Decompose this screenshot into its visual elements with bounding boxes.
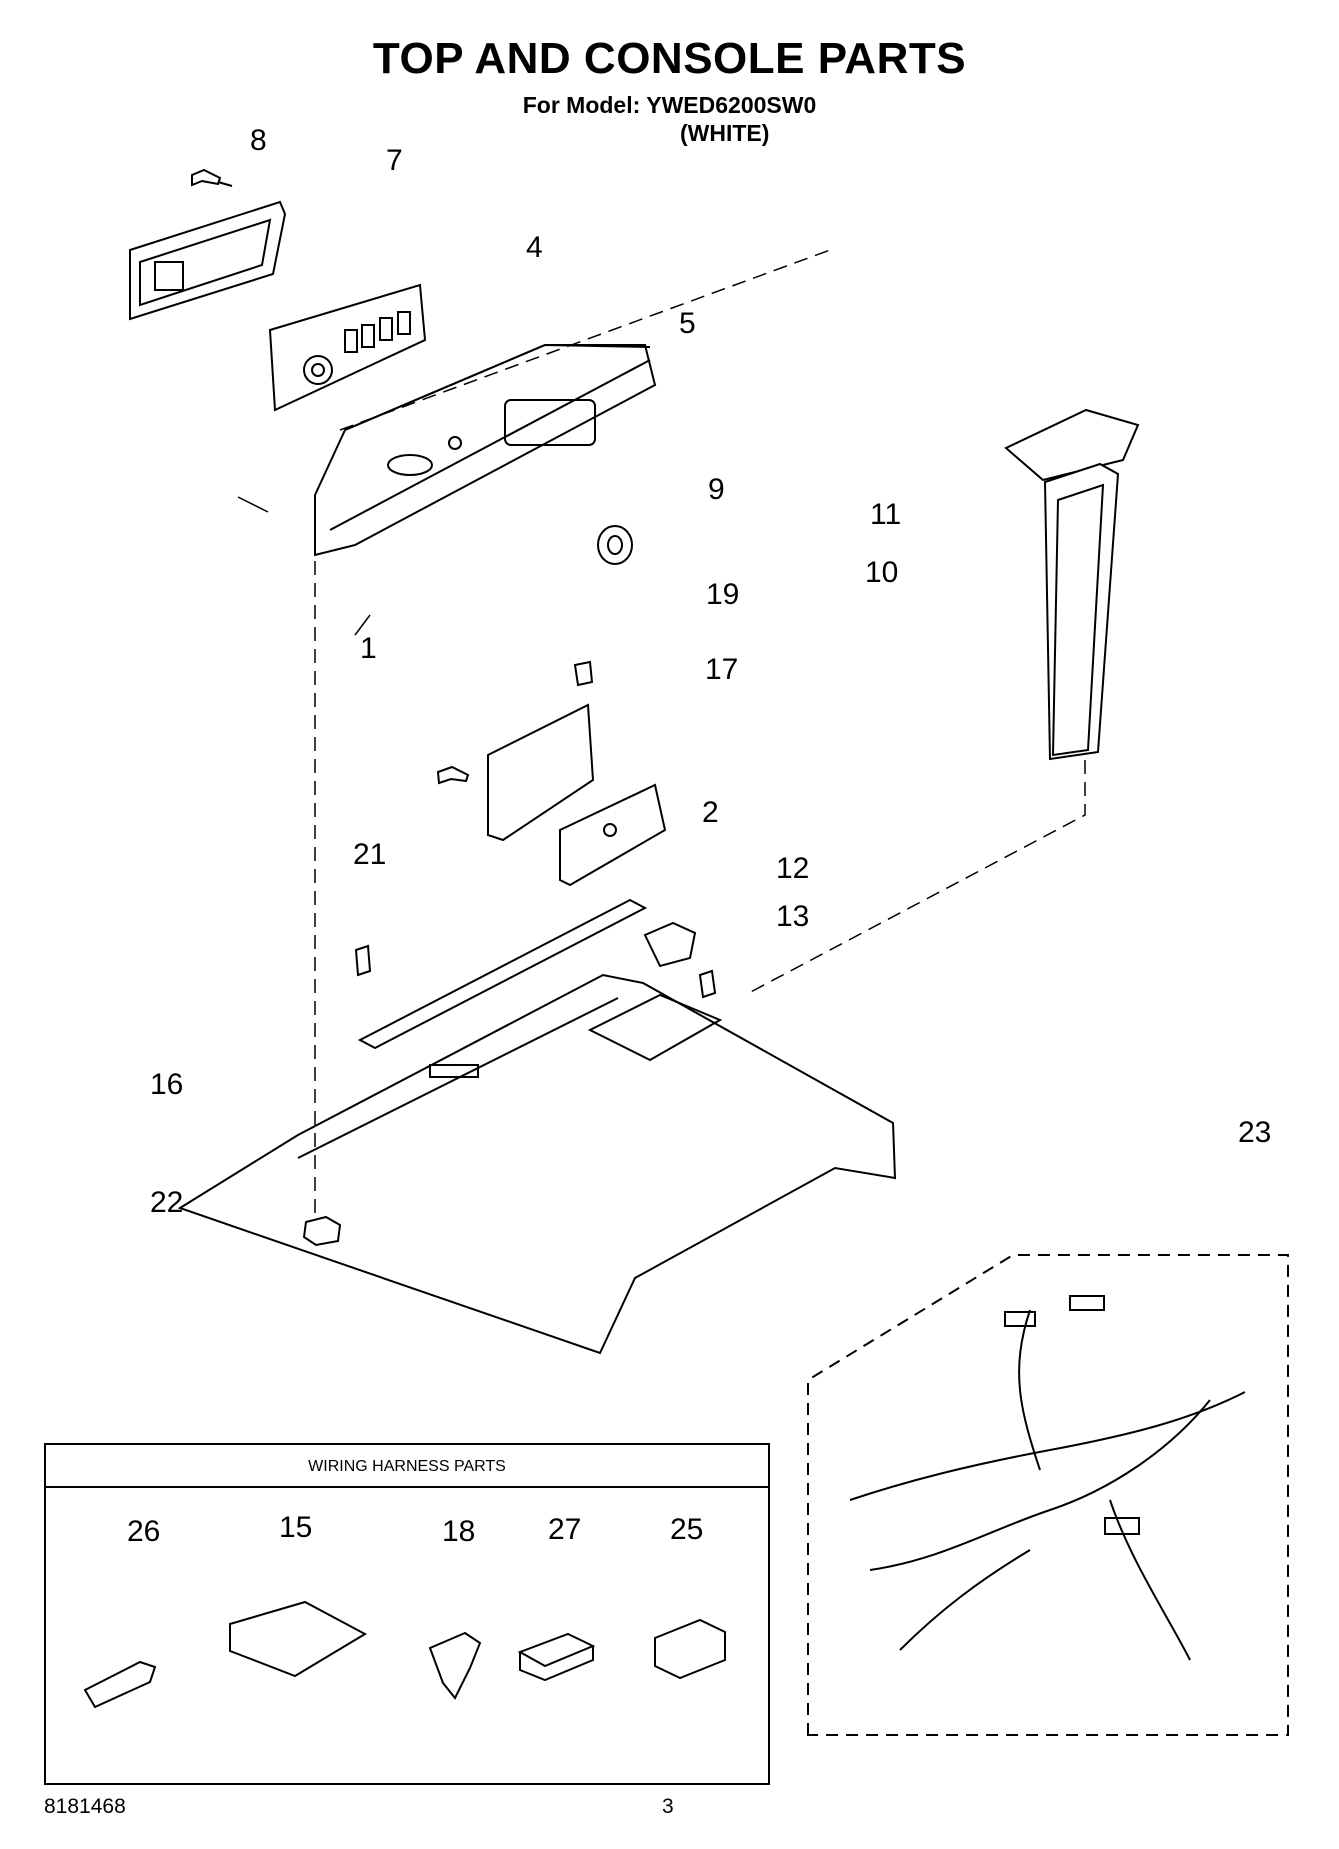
knob-part-9	[597, 525, 633, 565]
callout-25: 25	[670, 1513, 704, 1546]
callout-22: 22	[150, 1186, 184, 1219]
page-number: 3	[662, 1795, 674, 1818]
console-panel-part-5	[314, 343, 657, 557]
wire-harness-part-23	[807, 1254, 1289, 1736]
bumper-part-22	[302, 1215, 342, 1247]
callout-19: 19	[706, 578, 740, 611]
callout-10: 10	[865, 556, 899, 589]
screw-part-8	[191, 168, 233, 187]
callout-5: 5	[679, 307, 696, 340]
screw-part-1	[436, 660, 594, 785]
terminal-part-26	[83, 1660, 157, 1709]
lint-cover-part-11	[1004, 408, 1140, 482]
callout-18: 18	[442, 1515, 476, 1548]
callout-7: 7	[386, 144, 403, 177]
clip-part-18	[428, 1631, 482, 1700]
console-strip-part-2	[357, 898, 648, 1050]
model-color: (WHITE)	[680, 120, 770, 146]
callout-9: 9	[708, 473, 725, 506]
callout-1: 1	[360, 632, 377, 665]
callout-12: 12	[776, 852, 810, 885]
model-line: For Model: YWED6200SW0	[522, 92, 817, 118]
connector-part-15	[229, 1600, 368, 1678]
callout-15: 15	[279, 1511, 313, 1544]
connector-part-27	[517, 1632, 596, 1682]
wiring-harness-parts-header: WIRING HARNESS PARTS	[46, 1445, 768, 1488]
callout-2: 2	[702, 796, 719, 829]
top-panel-part-16	[177, 973, 897, 1355]
connector-part-25	[654, 1618, 726, 1680]
callout-21: 21	[353, 838, 387, 871]
callout-13: 13	[776, 900, 810, 933]
wiring-harness-parts-box: WIRING HARNESS PARTS 26 15 18 27 25	[44, 1443, 770, 1785]
lint-screen-part-10	[1043, 462, 1120, 761]
page-title: TOP AND CONSOLE PARTS	[372, 34, 967, 83]
callout-4: 4	[526, 231, 543, 264]
callout-27: 27	[548, 1513, 582, 1546]
clip-part-12	[643, 921, 697, 968]
console-bracket-part-7	[129, 200, 287, 321]
control-board-part-4	[268, 283, 427, 412]
callout-8: 8	[250, 124, 267, 157]
callout-17: 17	[705, 653, 739, 686]
part-number: 8181468	[44, 1795, 126, 1818]
mounting-bracket-part-19	[487, 703, 595, 842]
screw-part-13	[698, 969, 717, 999]
callout-16: 16	[150, 1068, 184, 1101]
screw-part-21	[354, 944, 372, 977]
leader-lines	[237, 249, 1086, 1215]
callout-23: 23	[1238, 1116, 1272, 1149]
callout-26: 26	[127, 1515, 161, 1548]
control-module-part-17	[559, 783, 667, 887]
callout-11: 11	[870, 498, 902, 531]
